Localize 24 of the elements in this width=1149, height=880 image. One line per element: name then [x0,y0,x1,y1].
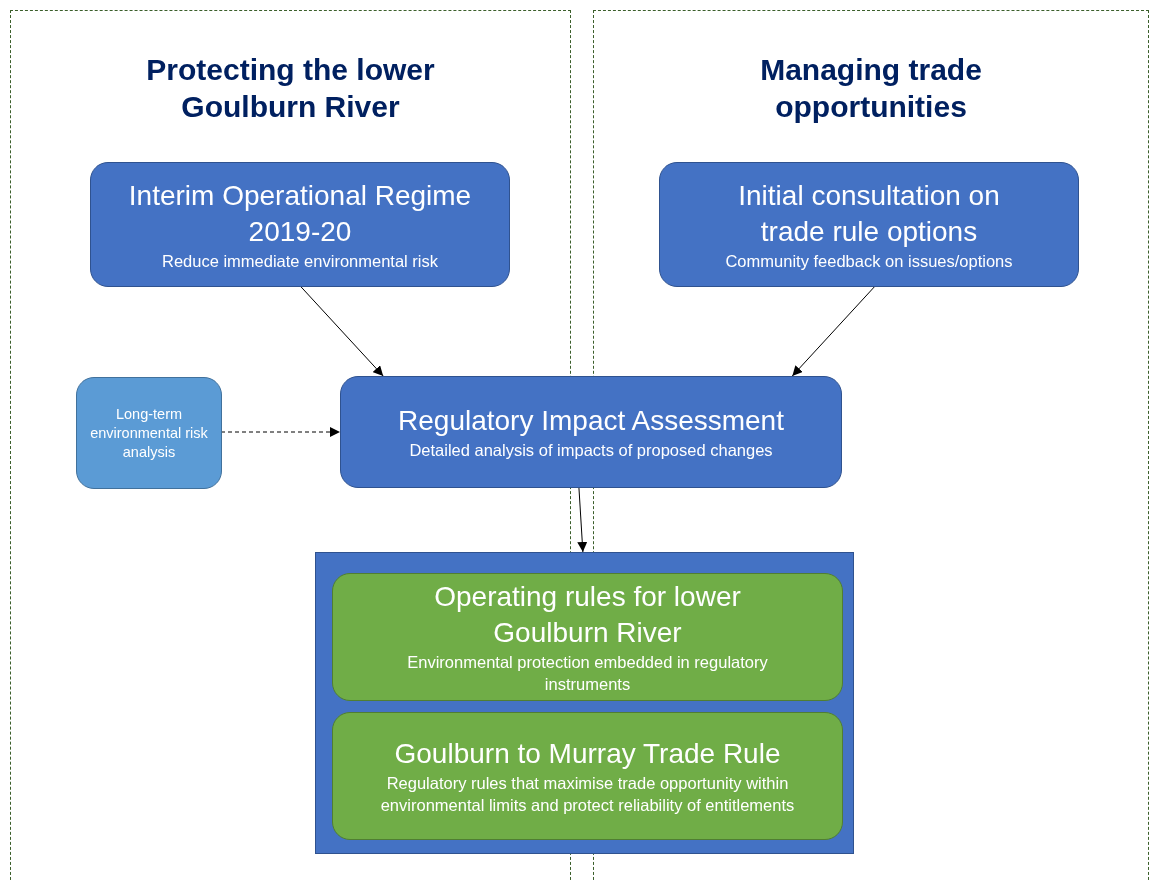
arrow [791,285,876,377]
arrow [220,427,341,437]
process-box [90,162,510,287]
arrow [299,285,384,377]
outcome-box [332,712,843,840]
box-description: Regulatory rules that maximise trade opportunity within environmental limits and protect reliability of entitlements [379,773,796,816]
box-title: Goulburn to Murray Trade Rule [394,737,781,771]
process-box [340,376,842,488]
box-title: Operating rules for lower Goulburn River [433,580,742,650]
box-title: Initial consultation on trade rule options [737,178,1001,249]
box-description: Community feedback on issues/options [725,250,1013,272]
group-box [315,552,854,854]
process-box [659,162,1079,287]
box-description: Environmental protection embedded in regulatory instruments [406,652,769,695]
panel-heading: Protecting the lower Goulburn River [145,52,436,125]
process-box [76,377,222,489]
panel-heading: Managing trade opportunities [759,52,983,125]
outcome-box [332,573,843,701]
box-title: Regulatory Impact Assessment [398,404,784,438]
box-title: Interim Operational Regime 2019-20 [127,178,473,249]
box-description: Reduce immediate environmental risk [161,250,438,272]
box-description: Detailed analysis of impacts of proposed changes [409,440,773,461]
arrow [577,487,588,553]
box-title: Long-term environmental risk analysis [89,404,209,462]
